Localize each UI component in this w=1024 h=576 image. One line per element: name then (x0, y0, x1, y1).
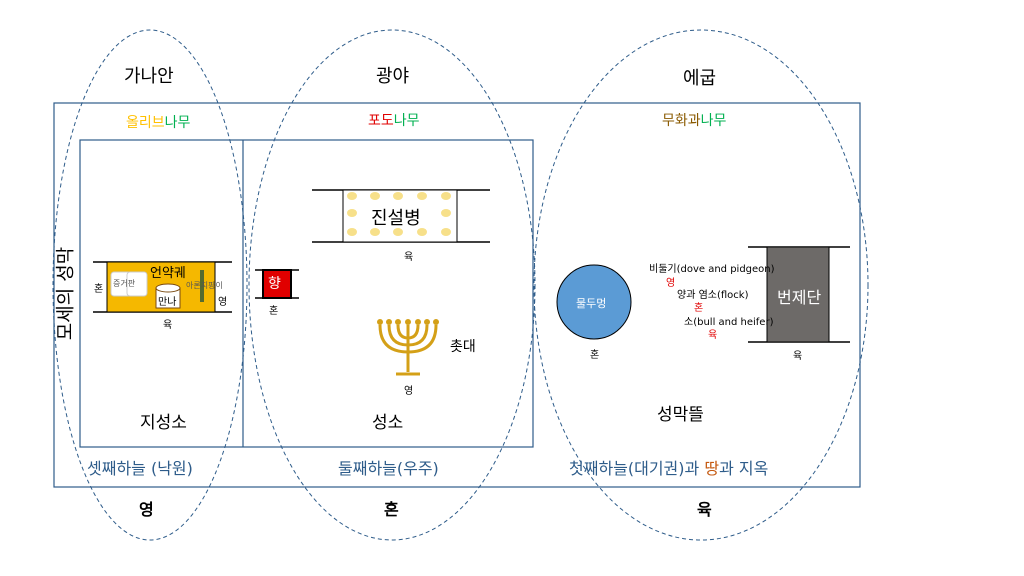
lampstand-label: 촛대 (450, 339, 476, 355)
fig-tree-label: 무화과나무 (662, 113, 727, 129)
soul-label: 혼 (384, 500, 399, 519)
canaan-ellipse (52, 29, 248, 541)
region-wilderness: 광야 (376, 66, 410, 87)
bull-tag: 육 (708, 330, 718, 341)
region-canaan: 가나안 (124, 66, 174, 87)
dove-tag: 영 (666, 278, 676, 289)
body-label: 육 (697, 500, 712, 519)
hoh-bottom-tag: 육 (163, 320, 173, 331)
region-egypt: 에굽 (683, 68, 717, 89)
flock-tag: 혼 (694, 303, 704, 314)
holy-of-holies-label: 지성소 (140, 413, 187, 433)
altar-tag: 육 (793, 351, 803, 362)
showbread-label: 진설병 (371, 208, 421, 229)
tablets-label: 증거판 (113, 279, 136, 288)
first-heaven: 첫째하늘(대기권)과 땅과 지옥 (569, 459, 769, 478)
hoh-left-tag: 혼 (94, 284, 104, 295)
sanctuary-frame (79, 139, 534, 448)
court-label: 성막뜰 (657, 405, 704, 425)
incense-tag: 혼 (269, 306, 279, 317)
lampstand-icon (378, 324, 438, 376)
hoh-right-tag: 영 (218, 297, 228, 308)
spirit-label: 영 (139, 500, 154, 519)
wilderness-ellipse (248, 29, 536, 541)
holy-place-label: 성소 (372, 413, 404, 433)
bull-label: 소(bull and heifer) (684, 317, 774, 328)
dove-label: 비둘기(dove and pidgeon) (649, 264, 775, 275)
incense-label: 향 (268, 276, 281, 292)
egypt-ellipse (533, 29, 869, 541)
third-heaven: 셋째하늘 (낙원) (87, 459, 193, 478)
outer-frame (53, 102, 861, 488)
olive-tree-label: 올리브나무 (126, 115, 191, 131)
laver-tag: 혼 (590, 350, 600, 361)
lamp-tag: 영 (404, 386, 414, 397)
manna-label: 만나 (158, 297, 177, 308)
rod-label: 아론지팡이 (186, 281, 223, 290)
bread-tag: 육 (404, 252, 414, 263)
flock-label: 양과 염소(flock) (677, 290, 749, 301)
altar-label: 번제단 (777, 288, 822, 307)
ark-label: 언약궤 (150, 266, 186, 281)
side-title: 모세의 성막 (54, 246, 77, 341)
laver-label: 물두멍 (576, 297, 607, 310)
second-heaven: 둘째하늘(우주) (338, 459, 439, 478)
grape-tree-label: 포도나무 (368, 113, 420, 129)
